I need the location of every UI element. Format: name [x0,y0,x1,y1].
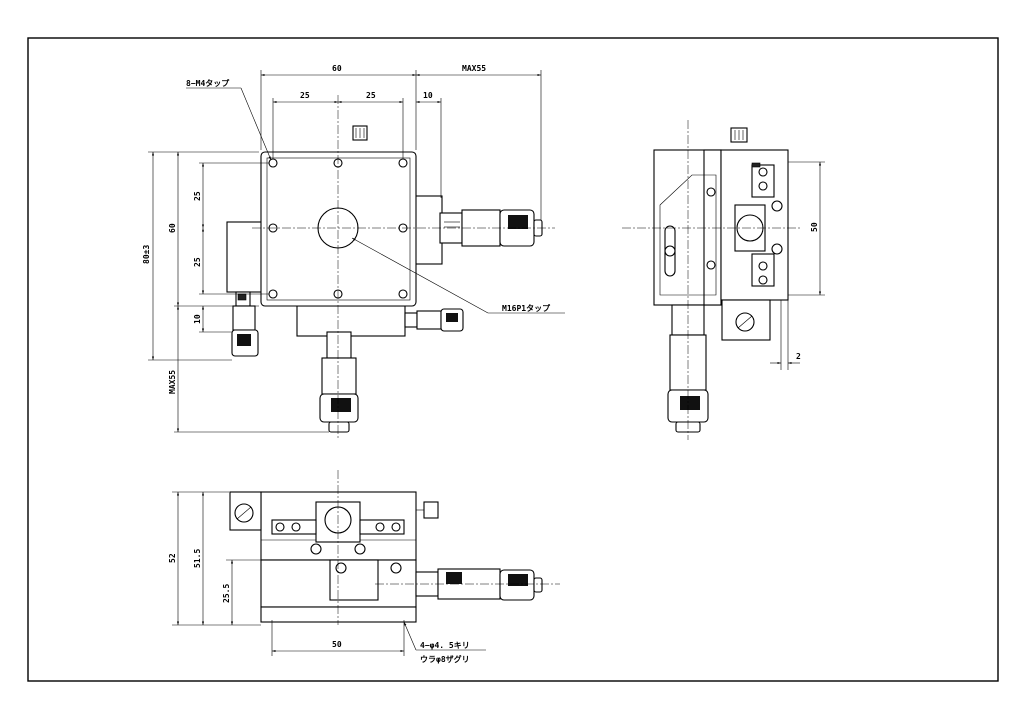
dim-left-total: 80±3 [142,245,151,264]
dim-left-height: 60 [168,223,177,233]
dim-top-pitch-left: 25 [300,91,310,100]
top-view: 60 MAX55 25 25 10 8−M4タップ M16P1タップ 80±3 … [142,64,565,440]
dim-front-upper: 51.5 [193,549,202,568]
dim-left-max: MAX55 [168,370,177,394]
dim-left-pitch-lower: 25 [193,257,202,267]
callout-center-tap: M16P1タップ [502,303,551,313]
callout-mount-holes-1: 4−φ4. 5キリ [420,641,470,650]
dim-left-offset: 10 [193,314,202,324]
drawing-frame [27,37,999,682]
dim-front-lower: 25.5 [222,584,231,603]
dim-front-pitch: 50 [332,640,342,649]
dim-top-offset: 10 [423,91,433,100]
callout-mount-holes-2: ウラφ8ザグリ [420,654,470,664]
dim-top-width: 60 [332,64,342,73]
side-view: 50 2 [622,120,825,440]
dim-side-height: 50 [810,222,819,232]
dim-top-pitch-right: 25 [366,91,376,100]
dim-side-offset: 2 [796,352,801,361]
dim-left-pitch-upper: 25 [193,191,202,201]
front-view: 52 51.5 25.5 50 4−φ4. 5キリ ウラφ8ザグリ [168,470,560,664]
dim-front-total: 52 [168,553,177,563]
dim-top-max: MAX55 [462,64,486,73]
callout-tap-holes: 8−M4タップ [186,78,230,88]
